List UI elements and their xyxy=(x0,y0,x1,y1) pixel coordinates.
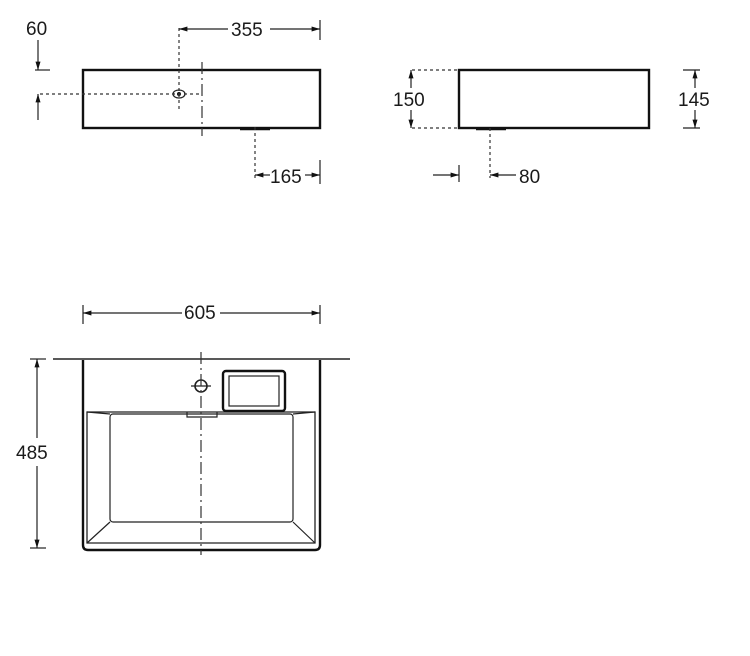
top-view: 605 485 xyxy=(16,303,350,555)
overflow-slot xyxy=(186,412,218,418)
side-view: 150 145 80 xyxy=(393,68,710,188)
dim-waste-to-edge: 165 xyxy=(270,167,302,188)
dim-width: 605 xyxy=(184,303,216,324)
side-body-outline xyxy=(457,68,651,130)
dim-total-height: 150 xyxy=(393,90,425,111)
dim-tap-hole-to-edge: 355 xyxy=(231,20,263,41)
dim-tap-hole-height: 60 xyxy=(26,19,47,40)
control-panel xyxy=(221,369,287,413)
front-view: 60 355 165 xyxy=(26,19,322,188)
dim-waste-offset: 80 xyxy=(519,167,540,188)
dim-right-height: 145 xyxy=(678,90,710,111)
dim-depth: 485 xyxy=(16,443,48,464)
